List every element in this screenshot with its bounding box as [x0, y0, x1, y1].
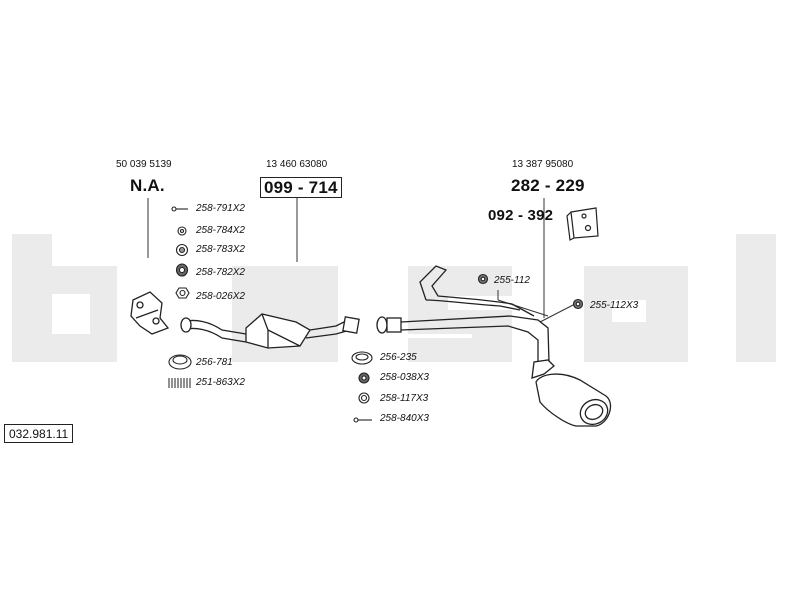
- middle-fitting-icons: [351, 351, 373, 423]
- left-fitting-icons: [168, 206, 192, 388]
- fitting-label: 258-840X3: [380, 413, 429, 424]
- rear-silencer-icon: [376, 265, 612, 427]
- fitting-label: 258-117X3: [380, 393, 429, 404]
- part-number-099: 099 - 714: [260, 177, 342, 198]
- right-fitting-icons: [477, 273, 584, 310]
- oem-number-na: 50 039 5139: [116, 159, 172, 170]
- washer-icon: [360, 394, 368, 402]
- catalytic-converter-icon: [180, 313, 360, 349]
- front-pipe-icon: [130, 291, 170, 335]
- fitting-label: 258-783X2: [196, 244, 245, 255]
- fitting-label: 258-026X2: [196, 291, 245, 302]
- fitting-label: 256-235: [380, 352, 417, 363]
- gasket-ring-icon: [351, 351, 373, 365]
- bolt-icon: [353, 417, 372, 423]
- fitting-label: 258-038X3: [380, 372, 429, 383]
- oem-number-099: 13 460 63080: [266, 159, 328, 170]
- nut-stack-icon: [175, 263, 189, 277]
- fitting-label: 258-791X2: [196, 203, 245, 214]
- part-number-282: 282 - 229: [511, 176, 585, 195]
- bolt-icon: [171, 206, 188, 212]
- fitting-label: 258-782X2: [196, 267, 245, 278]
- part-number-mount: 092 - 392: [488, 207, 554, 224]
- fitting-label: 255-112: [494, 275, 530, 286]
- washer-icon: [179, 228, 185, 234]
- nut-icon: [358, 372, 370, 384]
- fitting-label: 258-784X2: [196, 225, 245, 236]
- part-number-na: N.A.: [130, 176, 165, 195]
- clamp-icon: [575, 301, 581, 307]
- fitting-label: 255-112X3: [590, 300, 639, 311]
- hex-nut-icon: [179, 289, 186, 297]
- fitting-label: 256-781: [196, 357, 233, 368]
- oem-number-282: 13 387 95080: [512, 159, 574, 170]
- mount-bracket-icon: [566, 207, 599, 241]
- watermark-logo: [12, 234, 776, 362]
- reference-number: 032.981.11: [4, 424, 74, 443]
- gasket-ring-icon: [168, 354, 192, 370]
- leader-line-255x3: [539, 303, 576, 323]
- spring-icon: [168, 378, 191, 388]
- spring-washer-icon: [178, 246, 186, 254]
- clamp-icon: [480, 276, 486, 282]
- fitting-label: 251-863X2: [196, 377, 245, 388]
